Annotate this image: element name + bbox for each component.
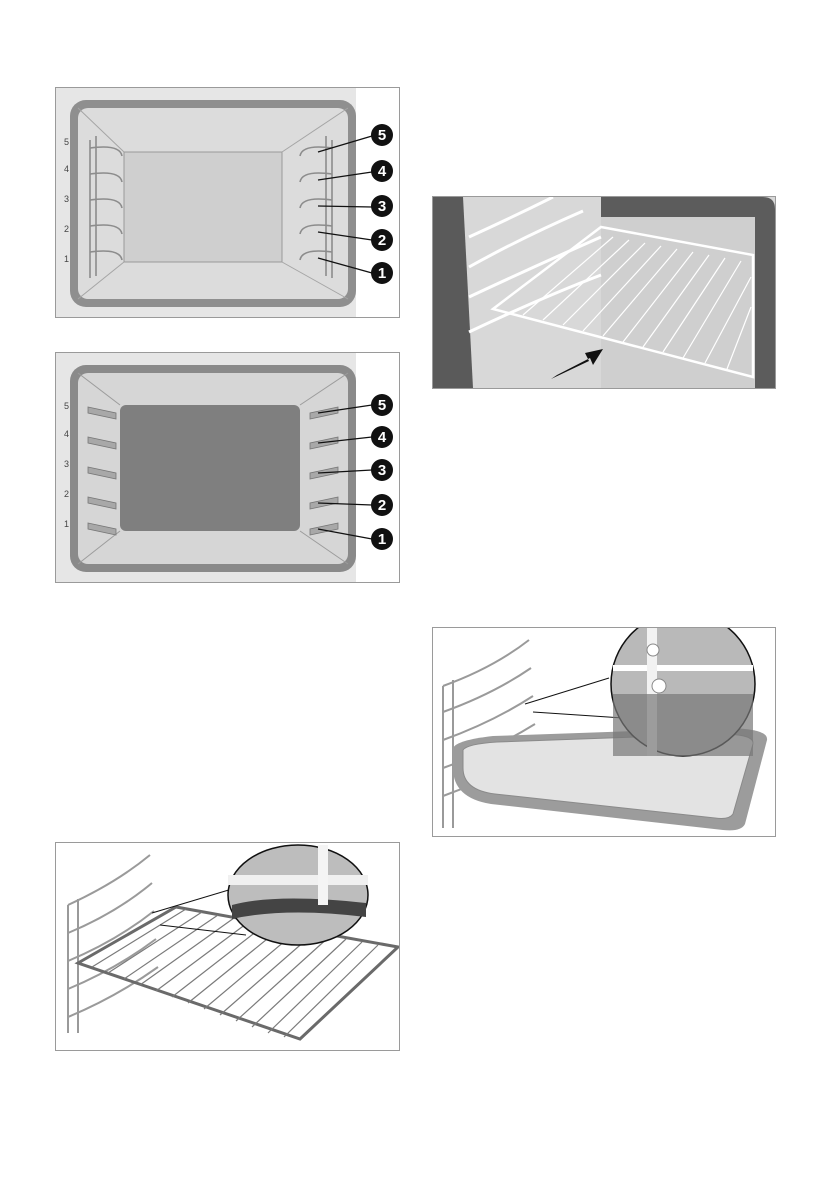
oven-shelf-levels-wire-figure: 5 4 3 2 1 5 4 3 2 1 <box>55 87 400 318</box>
shelf-level-label: 4 <box>64 429 69 439</box>
callout-badge: 2 <box>371 494 393 516</box>
shelf-level-label: 1 <box>64 519 69 529</box>
callout-badge: 5 <box>371 124 393 146</box>
callout-badge: 5 <box>371 394 393 416</box>
shelf-level-label: 3 <box>64 194 69 204</box>
svg-text:2: 2 <box>378 232 386 249</box>
svg-text:1: 1 <box>378 531 386 548</box>
callout-badge: 4 <box>371 160 393 182</box>
shelf-level-label: 5 <box>64 137 69 147</box>
callout-badge: 4 <box>371 426 393 448</box>
svg-text:5: 5 <box>378 127 386 144</box>
shelf-level-label: 2 <box>64 224 69 234</box>
callout-badge: 1 <box>371 262 393 284</box>
shelf-level-label: 5 <box>64 401 69 411</box>
oven-shelf-levels-enamel-figure: 5 4 3 2 1 5 4 3 2 1 <box>55 352 400 583</box>
shelf-level-label: 2 <box>64 489 69 499</box>
shelf-level-label: 1 <box>64 254 69 264</box>
svg-text:4: 4 <box>378 163 387 180</box>
wire-rack-detail-figure <box>55 842 400 1051</box>
callout-badge: 3 <box>371 459 393 481</box>
svg-text:3: 3 <box>378 198 386 215</box>
svg-text:2: 2 <box>378 497 386 514</box>
insert-wire-rack-figure <box>432 196 776 389</box>
shelf-level-label: 3 <box>64 459 69 469</box>
svg-text:4: 4 <box>378 429 387 446</box>
shelf-level-label: 4 <box>64 164 69 174</box>
svg-text:1: 1 <box>378 265 386 282</box>
callout-badge: 2 <box>371 229 393 251</box>
svg-text:3: 3 <box>378 462 386 479</box>
callout-badge: 3 <box>371 195 393 217</box>
svg-text:5: 5 <box>378 397 386 414</box>
baking-tray-figure <box>432 627 776 837</box>
callout-badge: 1 <box>371 528 393 550</box>
